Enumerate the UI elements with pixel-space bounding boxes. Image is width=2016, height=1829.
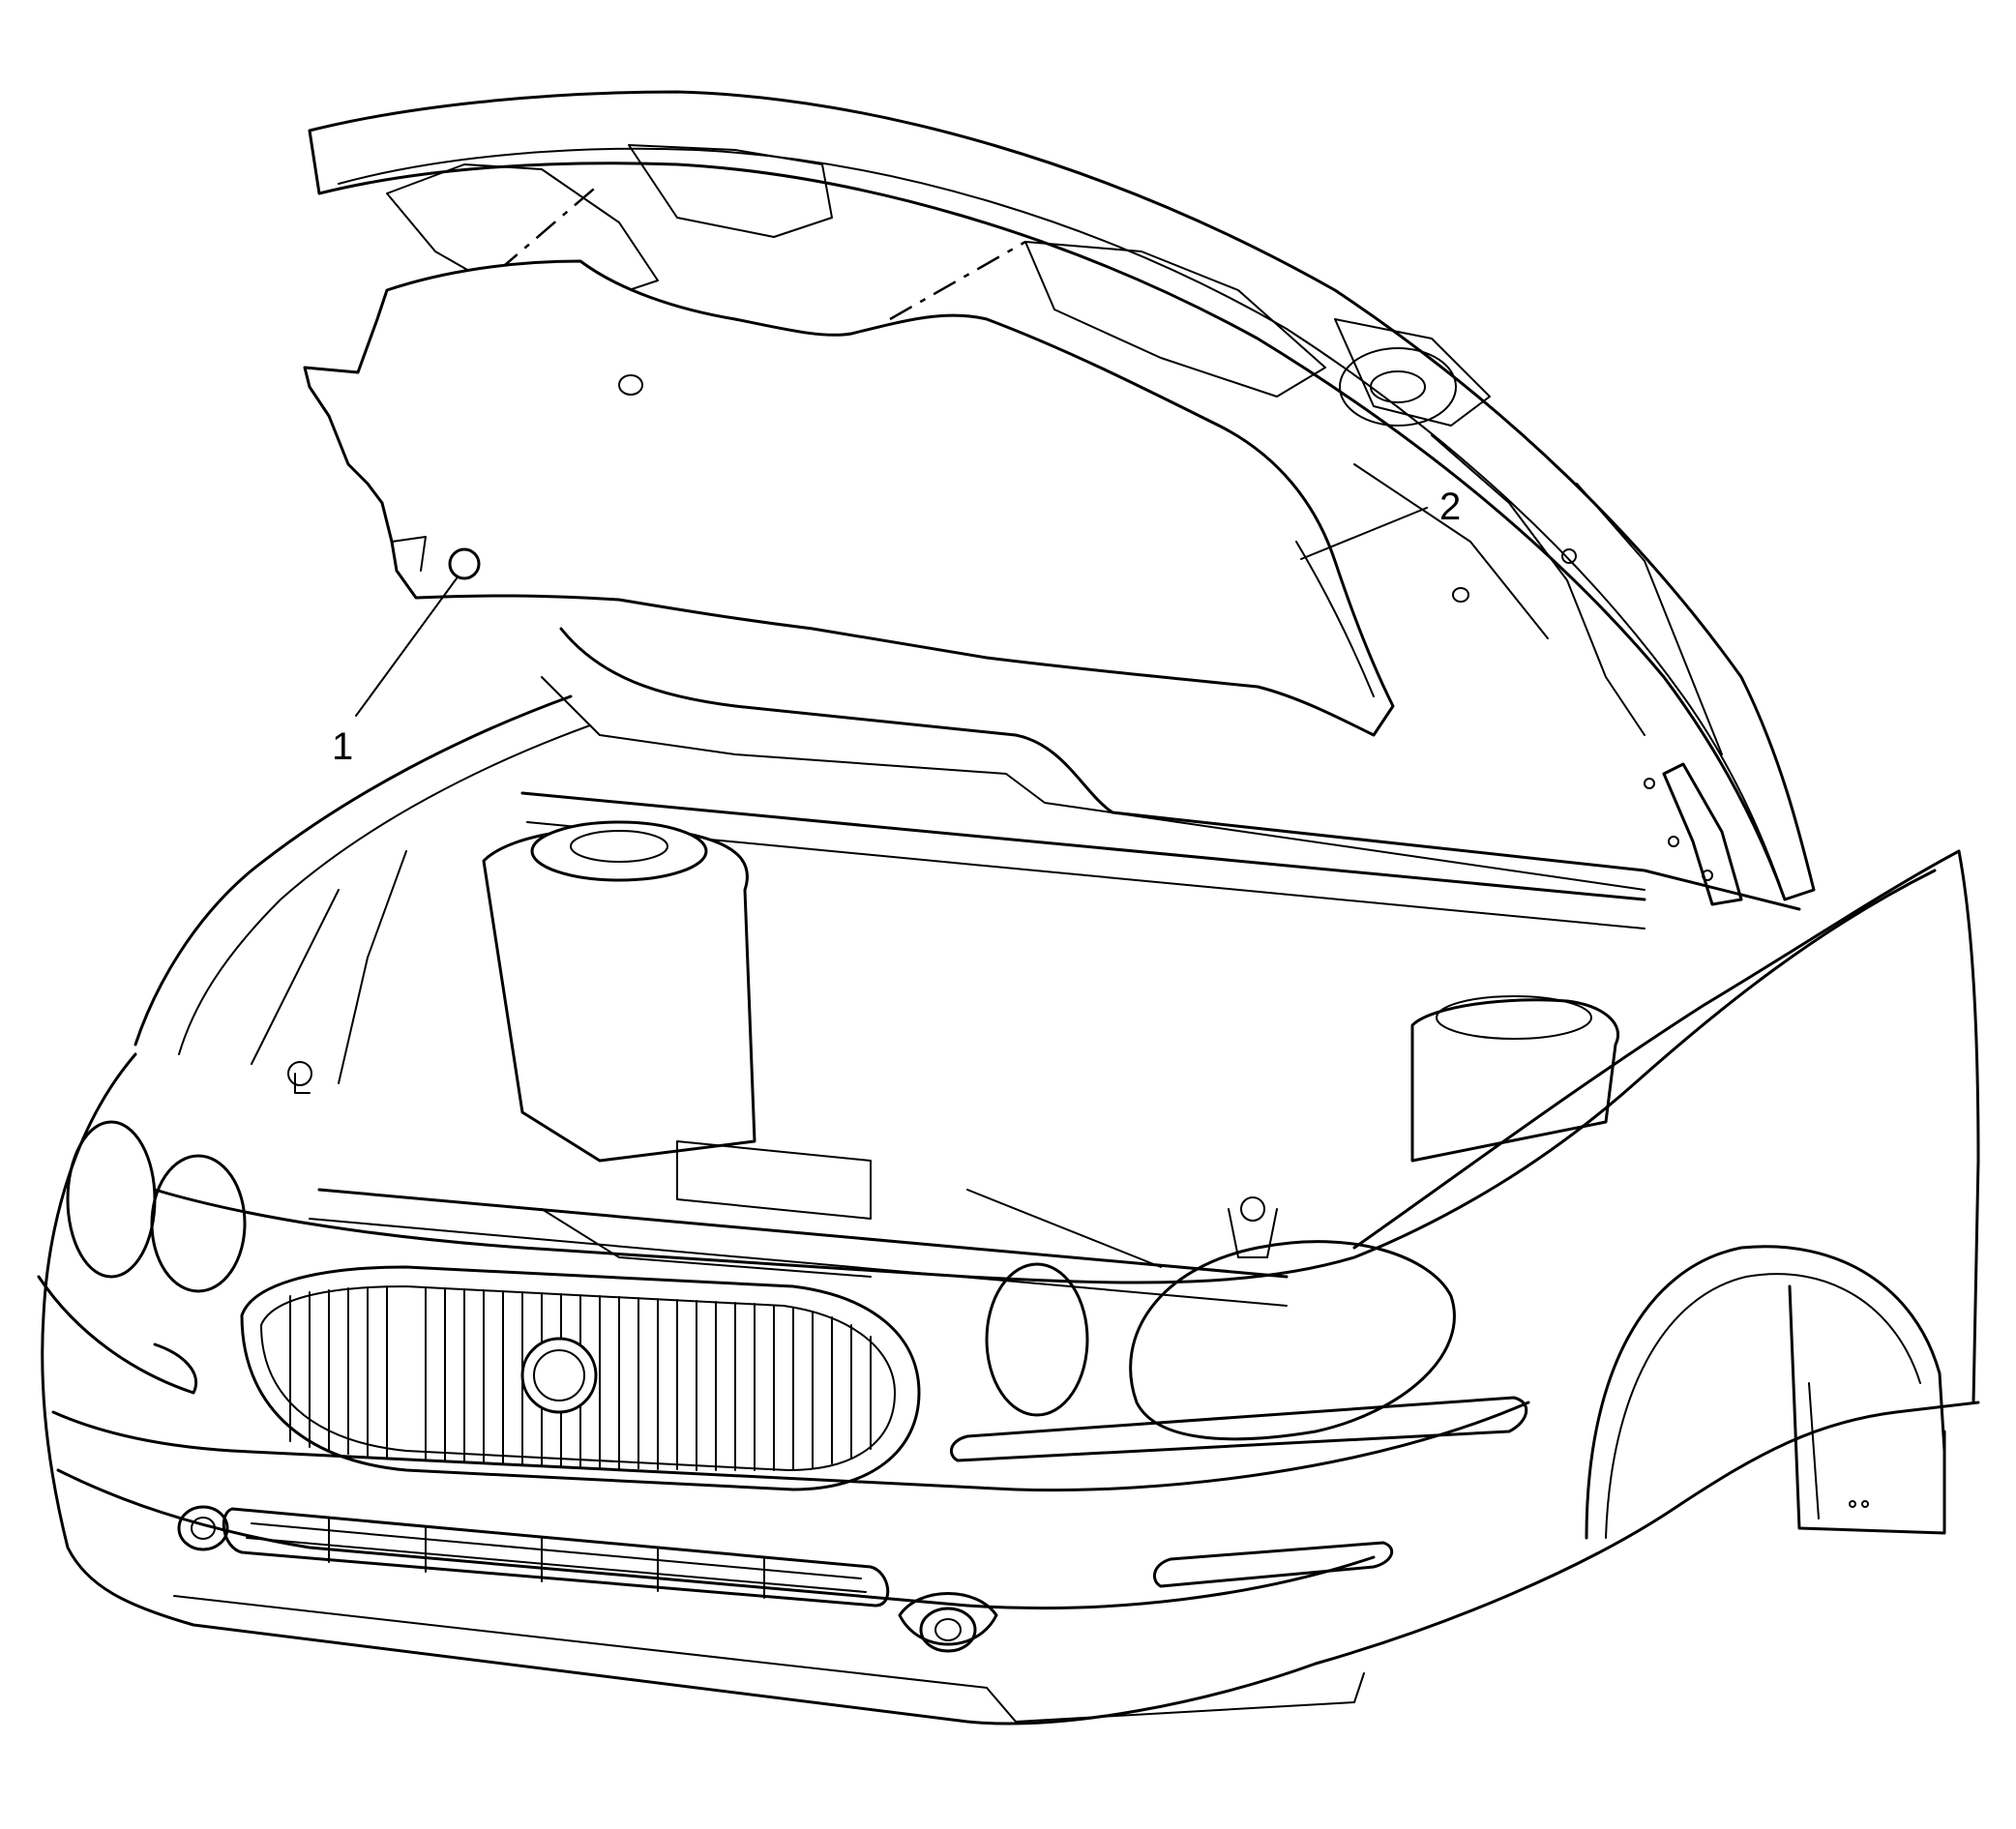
insulator-hole [618, 374, 643, 396]
engine-compartment [133, 627, 1801, 1307]
callout-2: 2 [1300, 486, 1461, 560]
callout-1: 1 [332, 577, 458, 768]
lower-grille [222, 1507, 890, 1608]
callout-2-leader [1300, 507, 1428, 560]
insulator-hole [1452, 587, 1469, 603]
callout-1-number: 1 [332, 725, 353, 768]
front-fascia [37, 869, 1980, 1726]
callout-2-number: 2 [1439, 486, 1461, 528]
retainer-push-pin [448, 547, 481, 580]
left-headlamp-outer [66, 1120, 157, 1279]
left-headlamp-inner [150, 1154, 247, 1293]
callout-1-leader [355, 577, 458, 717]
left-fog-lamp [177, 1505, 229, 1551]
hood [308, 90, 1816, 906]
hood-insulator [303, 259, 1469, 737]
right-headlamp-outer [1129, 1240, 1456, 1441]
right-fender [1352, 849, 1980, 1540]
right-headlamp-inner [985, 1262, 1089, 1417]
right-fog-lamp [919, 1607, 977, 1653]
